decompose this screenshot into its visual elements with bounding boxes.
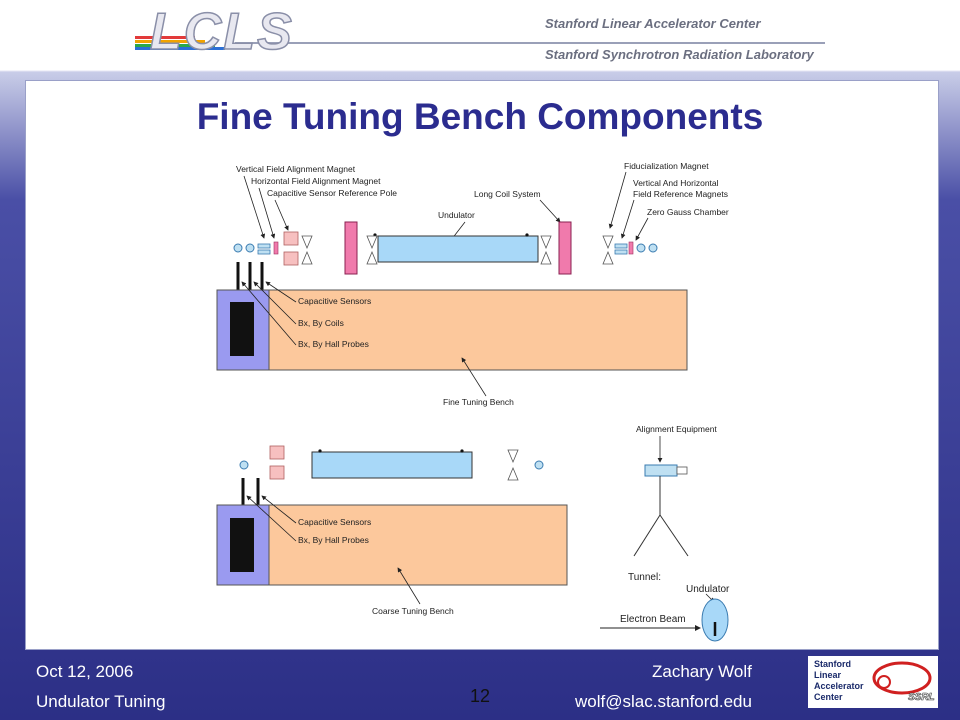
label-vertical-field-alignment-magnet: Vertical Field Alignment Magnet [236, 164, 356, 174]
label-fine-tuning-bench: Fine Tuning Bench [443, 397, 514, 407]
logo-word-3: Accelerator [814, 681, 864, 691]
label-vh-reference-2: Field Reference Magnets [633, 189, 728, 199]
coarse-tuning-bench [216, 504, 568, 586]
footer-topic: Undulator Tuning [36, 692, 166, 711]
label-long-coil-system: Long Coil System [474, 189, 541, 199]
label-horizontal-field-alignment-magnet: Horizontal Field Alignment Magnet [251, 176, 381, 186]
header-rainbow-stripes [135, 36, 825, 50]
label-capacitive-sensor-reference-pole: Capacitive Sensor Reference Pole [267, 188, 397, 198]
footer-date: Oct 12, 2006 [36, 662, 134, 681]
slac-ssrl-logo: Stanford Linear Accelerator Center SSRL [808, 656, 938, 708]
org-name-slac: Stanford Linear Accelerator Center [545, 16, 761, 31]
label-vh-reference-1: Vertical And Horizontal [633, 178, 719, 188]
label-bx-by-hall-probes-bottom: Bx, By Hall Probes [298, 535, 369, 545]
label-electron-beam: Electron Beam [620, 614, 686, 625]
fine-tuning-bench [216, 289, 688, 371]
logo-word-1: Stanford [814, 659, 851, 669]
label-coarse-tuning-bench: Coarse Tuning Bench [372, 606, 454, 616]
footer-email: wolf@slac.stanford.edu [575, 692, 752, 711]
slide-title: Fine Tuning Bench Components [196, 96, 764, 137]
label-zero-gauss-chamber: Zero Gauss Chamber [647, 207, 729, 217]
org-name-ssrl: Stanford Synchrotron Radiation Laborator… [545, 47, 814, 62]
slide-header: LCLS Stanford Linear Accelerator Center … [0, 0, 960, 70]
logo-ssrl-tag: SSRL [908, 692, 935, 704]
probe-carriage-bottom [230, 518, 254, 572]
long-coil-pole-left [344, 221, 358, 275]
logo-word-4: Center [814, 692, 843, 702]
label-capacitive-sensors-top: Capacitive Sensors [298, 296, 371, 306]
long-coil-pole-right [558, 221, 572, 275]
undulator-bottom [311, 451, 473, 479]
probe-carriage-top [230, 302, 254, 356]
label-tunnel: Tunnel: [628, 572, 661, 583]
lcls-logo: LCLS [149, 3, 294, 61]
label-alignment-equipment: Alignment Equipment [636, 424, 717, 434]
alignment-equipment-icon [644, 464, 678, 477]
footer-author: Zachary Wolf [652, 662, 752, 681]
undulator-top [377, 235, 539, 263]
label-bx-by-hall-probes-top: Bx, By Hall Probes [298, 339, 369, 349]
zero-gauss-circle [233, 243, 243, 253]
ssrl-ring-icon [872, 661, 932, 695]
logo-word-2: Linear [814, 670, 842, 680]
undulator-end-view-icon [701, 598, 729, 642]
label-tunnel-undulator: Undulator [686, 584, 730, 595]
page-number: 12 [470, 686, 491, 706]
label-fiducialization-magnet: Fiducialization Magnet [624, 161, 709, 171]
label-bx-by-coils: Bx, By Coils [298, 318, 344, 328]
alignment-magnet [283, 231, 299, 246]
label-undulator: Undulator [438, 210, 475, 220]
label-capacitive-sensors-bottom: Capacitive Sensors [298, 517, 371, 527]
